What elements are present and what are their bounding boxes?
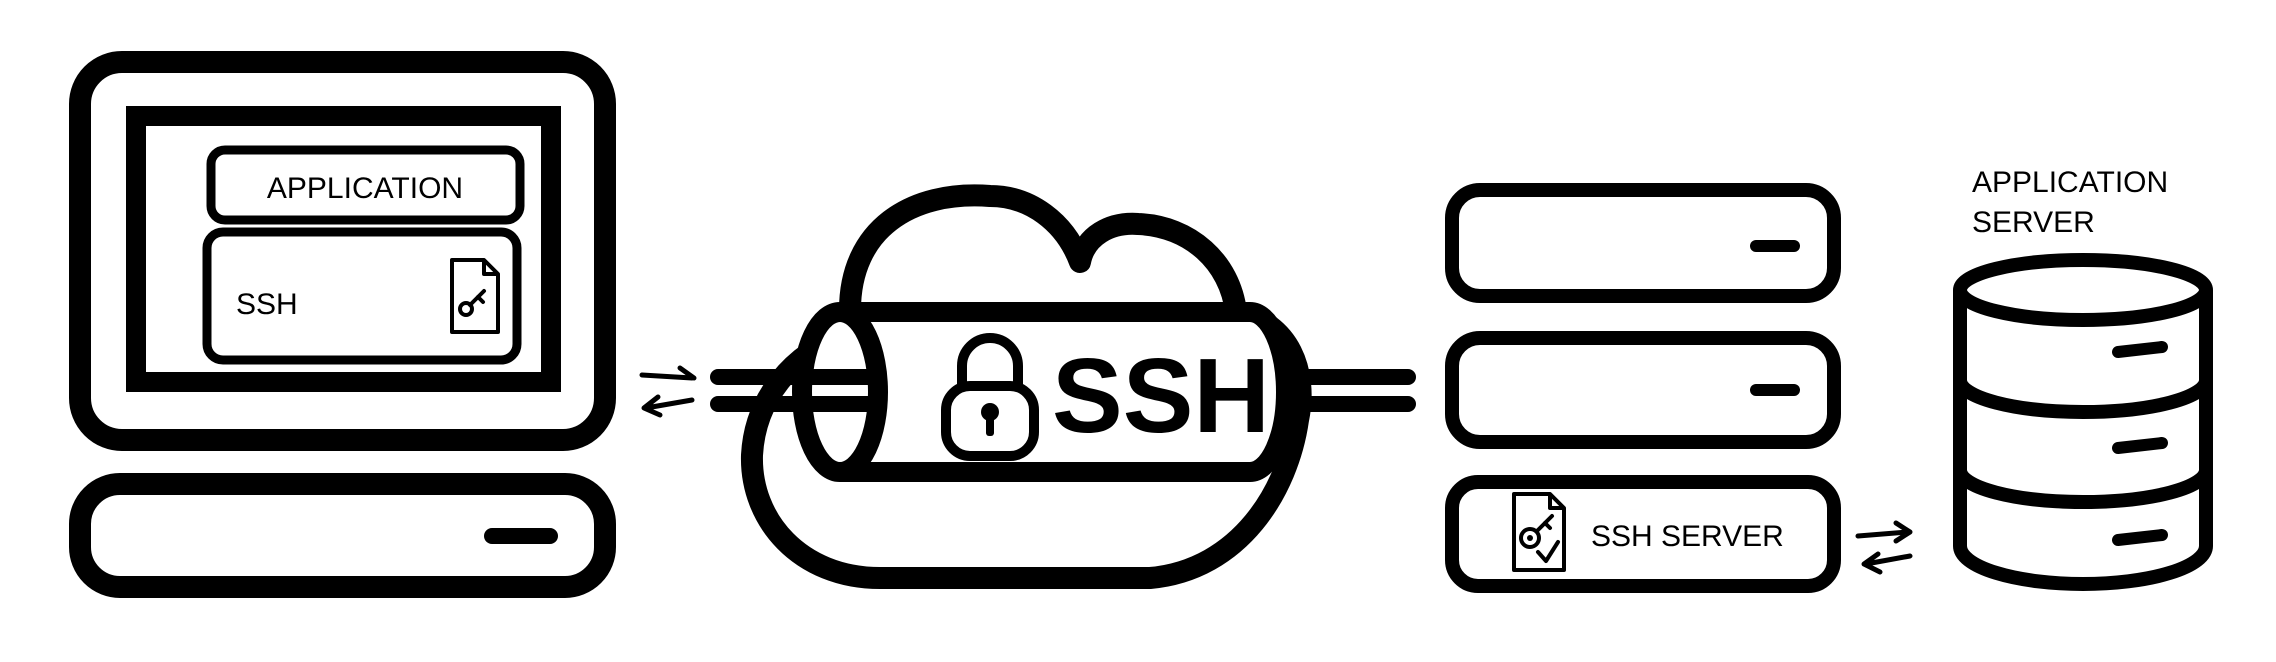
- database-cylinder-icon: [1953, 253, 2213, 591]
- ssh-client-label: SSH: [236, 288, 298, 321]
- ssh-server-unit: [1445, 475, 1841, 593]
- server-unit-2: [1445, 331, 1841, 449]
- ssh-client-box: [202, 227, 522, 365]
- client-exchange-arrows: [639, 365, 697, 418]
- server-exchange-arrows: [1855, 520, 1913, 575]
- app-server-label-line1: APPLICATION: [1972, 166, 2168, 199]
- monitor-screen: [126, 106, 561, 392]
- key-file-check-icon: [1512, 492, 1566, 572]
- app-server-label-line2: SERVER: [1972, 206, 2095, 239]
- application-box: [206, 145, 525, 225]
- lock-icon: [941, 333, 1039, 461]
- tunnel-label: SSH: [1052, 337, 1270, 455]
- client-base-unit: [69, 473, 616, 598]
- server-rack: SSH SERVER: [1445, 183, 1841, 593]
- tunnel-body: [832, 302, 1296, 482]
- monitor-frame: [69, 51, 616, 451]
- tunnel-opening: [792, 302, 888, 482]
- application-server: APPLICATION SERVER: [1953, 166, 2213, 591]
- client-computer: APPLICATION SSH: [69, 51, 616, 598]
- ssh-tunnel: SSH: [782, 302, 1296, 482]
- ssh-server-label: SSH SERVER: [1591, 520, 1784, 553]
- server-unit-1: [1445, 183, 1841, 303]
- right-connection-lines: [1288, 369, 1416, 412]
- key-file-icon: [450, 258, 500, 334]
- application-label: APPLICATION: [267, 172, 463, 205]
